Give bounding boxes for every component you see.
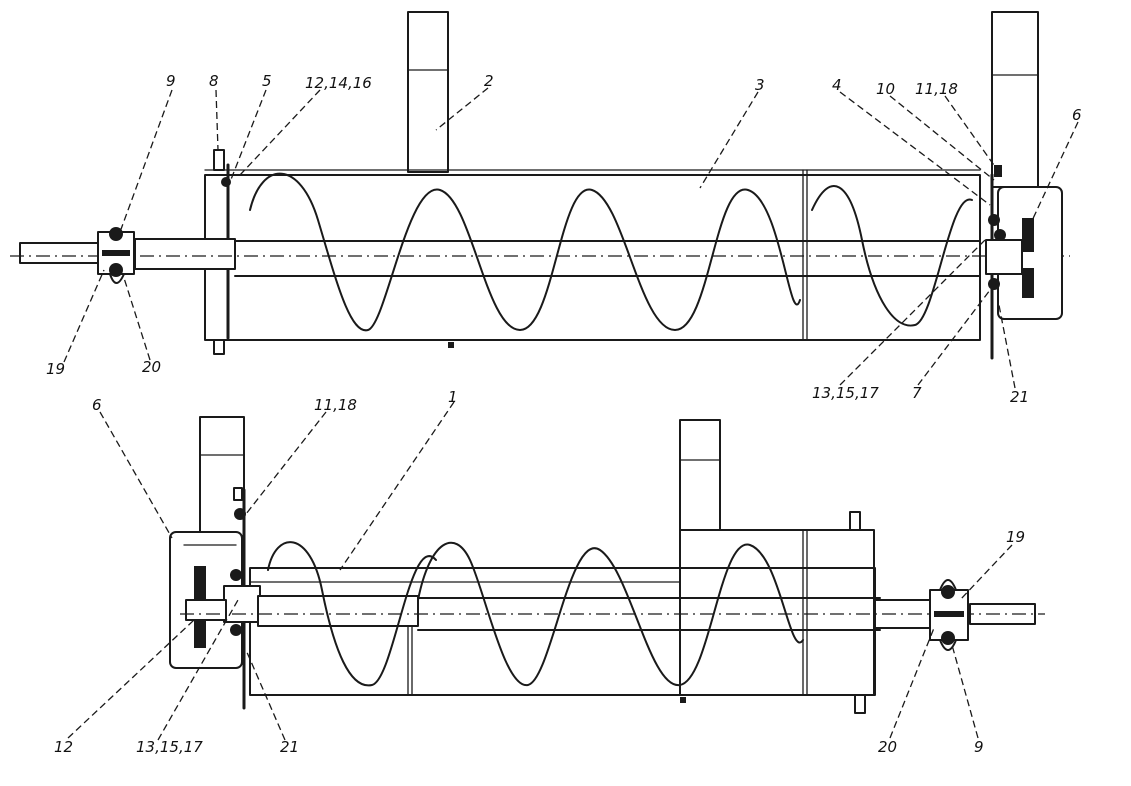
label-2: 2	[484, 72, 494, 90]
label-20: 20	[142, 358, 161, 376]
bottom-auger-assembly: 6 11,18 1 19 12 13,15,17 21 20 9	[54, 388, 1045, 756]
top-leader-lines	[63, 87, 1079, 389]
label-1: 1	[448, 388, 458, 406]
label-9: 9	[166, 72, 176, 90]
top-auger-flight	[249, 172, 973, 332]
label-8: 8	[209, 72, 219, 90]
top-auger-housing	[204, 149, 994, 360]
label-11-18: 11,18	[915, 80, 958, 98]
label-19: 19	[46, 360, 65, 378]
top-vertical-pipe-left	[407, 11, 449, 173]
bottom-vertical-pipe-right	[679, 419, 875, 696]
top-part-labels: 9 8 5 12,14,16 2 3 4 10 11,18 6 19 20 13…	[46, 72, 1082, 406]
label-10: 10	[876, 80, 895, 98]
bottom-part-labels: 6 11,18 1 19 12 13,15,17 21 20 9	[54, 388, 1025, 756]
label-11-18: 11,18	[314, 396, 357, 414]
label-20: 20	[878, 738, 897, 756]
label-6: 6	[1072, 106, 1082, 124]
label-5: 5	[262, 72, 272, 90]
label-13-15-17: 13,15,17	[136, 738, 203, 756]
top-vertical-pipe-right	[991, 11, 1039, 188]
top-right-drive-housing	[985, 165, 1063, 320]
top-auger-shaft	[10, 238, 1070, 277]
label-3: 3	[755, 76, 765, 94]
label-13-15-17: 13,15,17	[812, 384, 879, 402]
label-9: 9	[974, 738, 984, 756]
label-4: 4	[832, 76, 842, 94]
bottom-auger-flight	[267, 541, 804, 687]
label-12-14-16: 12,14,16	[305, 74, 372, 92]
bottom-auger-shaft	[180, 595, 1045, 631]
top-left-bearing	[97, 227, 135, 284]
bottom-right-bearing	[929, 579, 969, 651]
bottom-leader-lines	[67, 401, 1013, 741]
label-6: 6	[92, 396, 102, 414]
label-7: 7	[912, 384, 922, 402]
label-12: 12	[54, 738, 73, 756]
label-19: 19	[1006, 528, 1025, 546]
top-auger-assembly: 9 8 5 12,14,16 2 3 4 10 11,18 6 19 20 13…	[10, 11, 1082, 406]
label-21: 21	[1010, 388, 1029, 406]
label-21: 21	[280, 738, 299, 756]
